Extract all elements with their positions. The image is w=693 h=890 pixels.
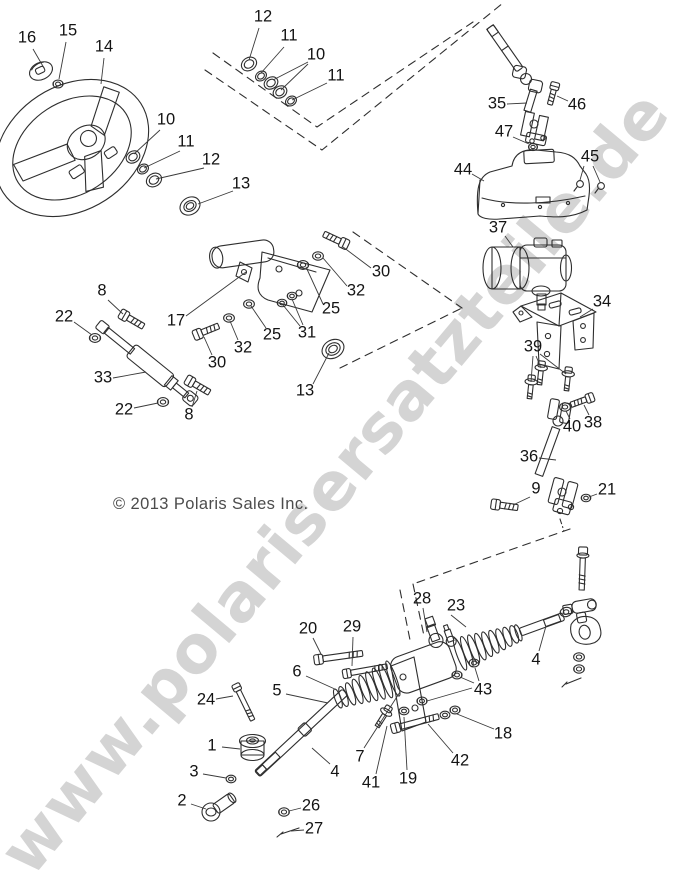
leader-line-14 [100,57,105,85]
leader-line-29 [351,636,354,667]
leader-line-8 [191,390,198,408]
leader-line-11 [291,82,328,101]
leader-line-27 [290,829,305,832]
power-steering-unit-37 [483,238,572,310]
leader-line-18 [456,713,495,730]
leader-line-43 [474,667,480,682]
leader-line-6 [305,675,338,691]
leader-line-11 [143,150,181,169]
bushing-1 [240,735,266,761]
leader-line-35 [506,102,528,105]
screws-45 [574,181,604,193]
leader-line-23 [450,614,467,628]
leader-line-20 [312,637,322,655]
leader-line-31 [291,298,304,326]
bracket-fasteners [191,228,351,362]
leader-line-3 [202,773,227,779]
leader-line-46 [556,95,569,102]
leader-line-10 [133,129,161,155]
leader-line-45 [592,165,601,183]
leader-line-34 [579,308,594,318]
leader-line-4 [311,747,331,765]
tie-rod-end-parts [558,598,603,687]
leader-line-17 [185,271,247,317]
leader-line-12 [248,27,260,61]
leader-line-22 [133,402,159,409]
leader-line-44 [471,173,485,182]
washer-stack-left [123,147,204,218]
flange-bolt-long [576,547,589,590]
leader-line-30 [342,246,372,269]
leader-line-5 [285,693,329,704]
leader-line-25 [250,305,267,329]
pin-27 [277,828,299,837]
leader-line-39 [539,353,567,375]
leader-line-13 [197,190,234,205]
copyright-text: © 2013 Polaris Sales Inc. [113,495,309,513]
steering-wheel [0,51,175,244]
leader-line-43 [459,676,475,684]
elbow-fitting-2 [202,792,238,821]
leader-line-40 [565,410,571,420]
leader-line-47 [512,136,530,145]
steering-support-bracket-17 [208,239,330,312]
leader-line-16 [32,48,45,69]
small-parts-bottom-left [202,681,299,837]
upper-steering-shaft-35 [487,25,549,146]
leader-line-19 [403,716,408,771]
dashed-detail-lines [205,3,570,640]
leader-line-45 [579,165,585,181]
leader-line-43 [426,687,473,702]
leader-line-12 [155,167,205,180]
leader-line-32 [229,320,239,341]
leader-line-10 [272,61,309,81]
leader-line-26 [288,807,302,812]
leader-line-25 [305,266,324,305]
leader-line-41 [375,725,388,775]
leader-line-8 [107,299,124,315]
leader-line-30 [203,336,213,356]
leader-line-10 [280,63,309,91]
leader-line-37 [504,235,514,248]
leader-line-21 [588,493,598,498]
leader-line-13 [312,352,330,385]
mount-bracket-34 [513,293,596,369]
leader-line-28 [422,607,428,633]
leader-line-15 [58,41,67,80]
leader-line-39 [530,355,534,383]
leader-line-42 [427,723,454,754]
leader-line-7 [363,691,401,749]
leader-line-31 [282,304,301,327]
leader-line-32 [322,257,348,287]
leader-line-39 [535,355,542,369]
leader-line-33 [112,371,147,379]
leader-line-9 [512,496,531,506]
leader-line-2 [190,803,207,810]
leader-line-24 [215,695,234,700]
leader-line-38 [583,404,590,416]
lower-steering-shaft-36 [535,398,578,515]
leader-line-1 [221,746,241,750]
leader-line-4 [538,625,547,652]
horn-cap-16 [27,58,56,84]
leader-line-36 [538,457,557,461]
leader-line-11 [260,46,285,74]
leader-line-22 [73,321,93,336]
